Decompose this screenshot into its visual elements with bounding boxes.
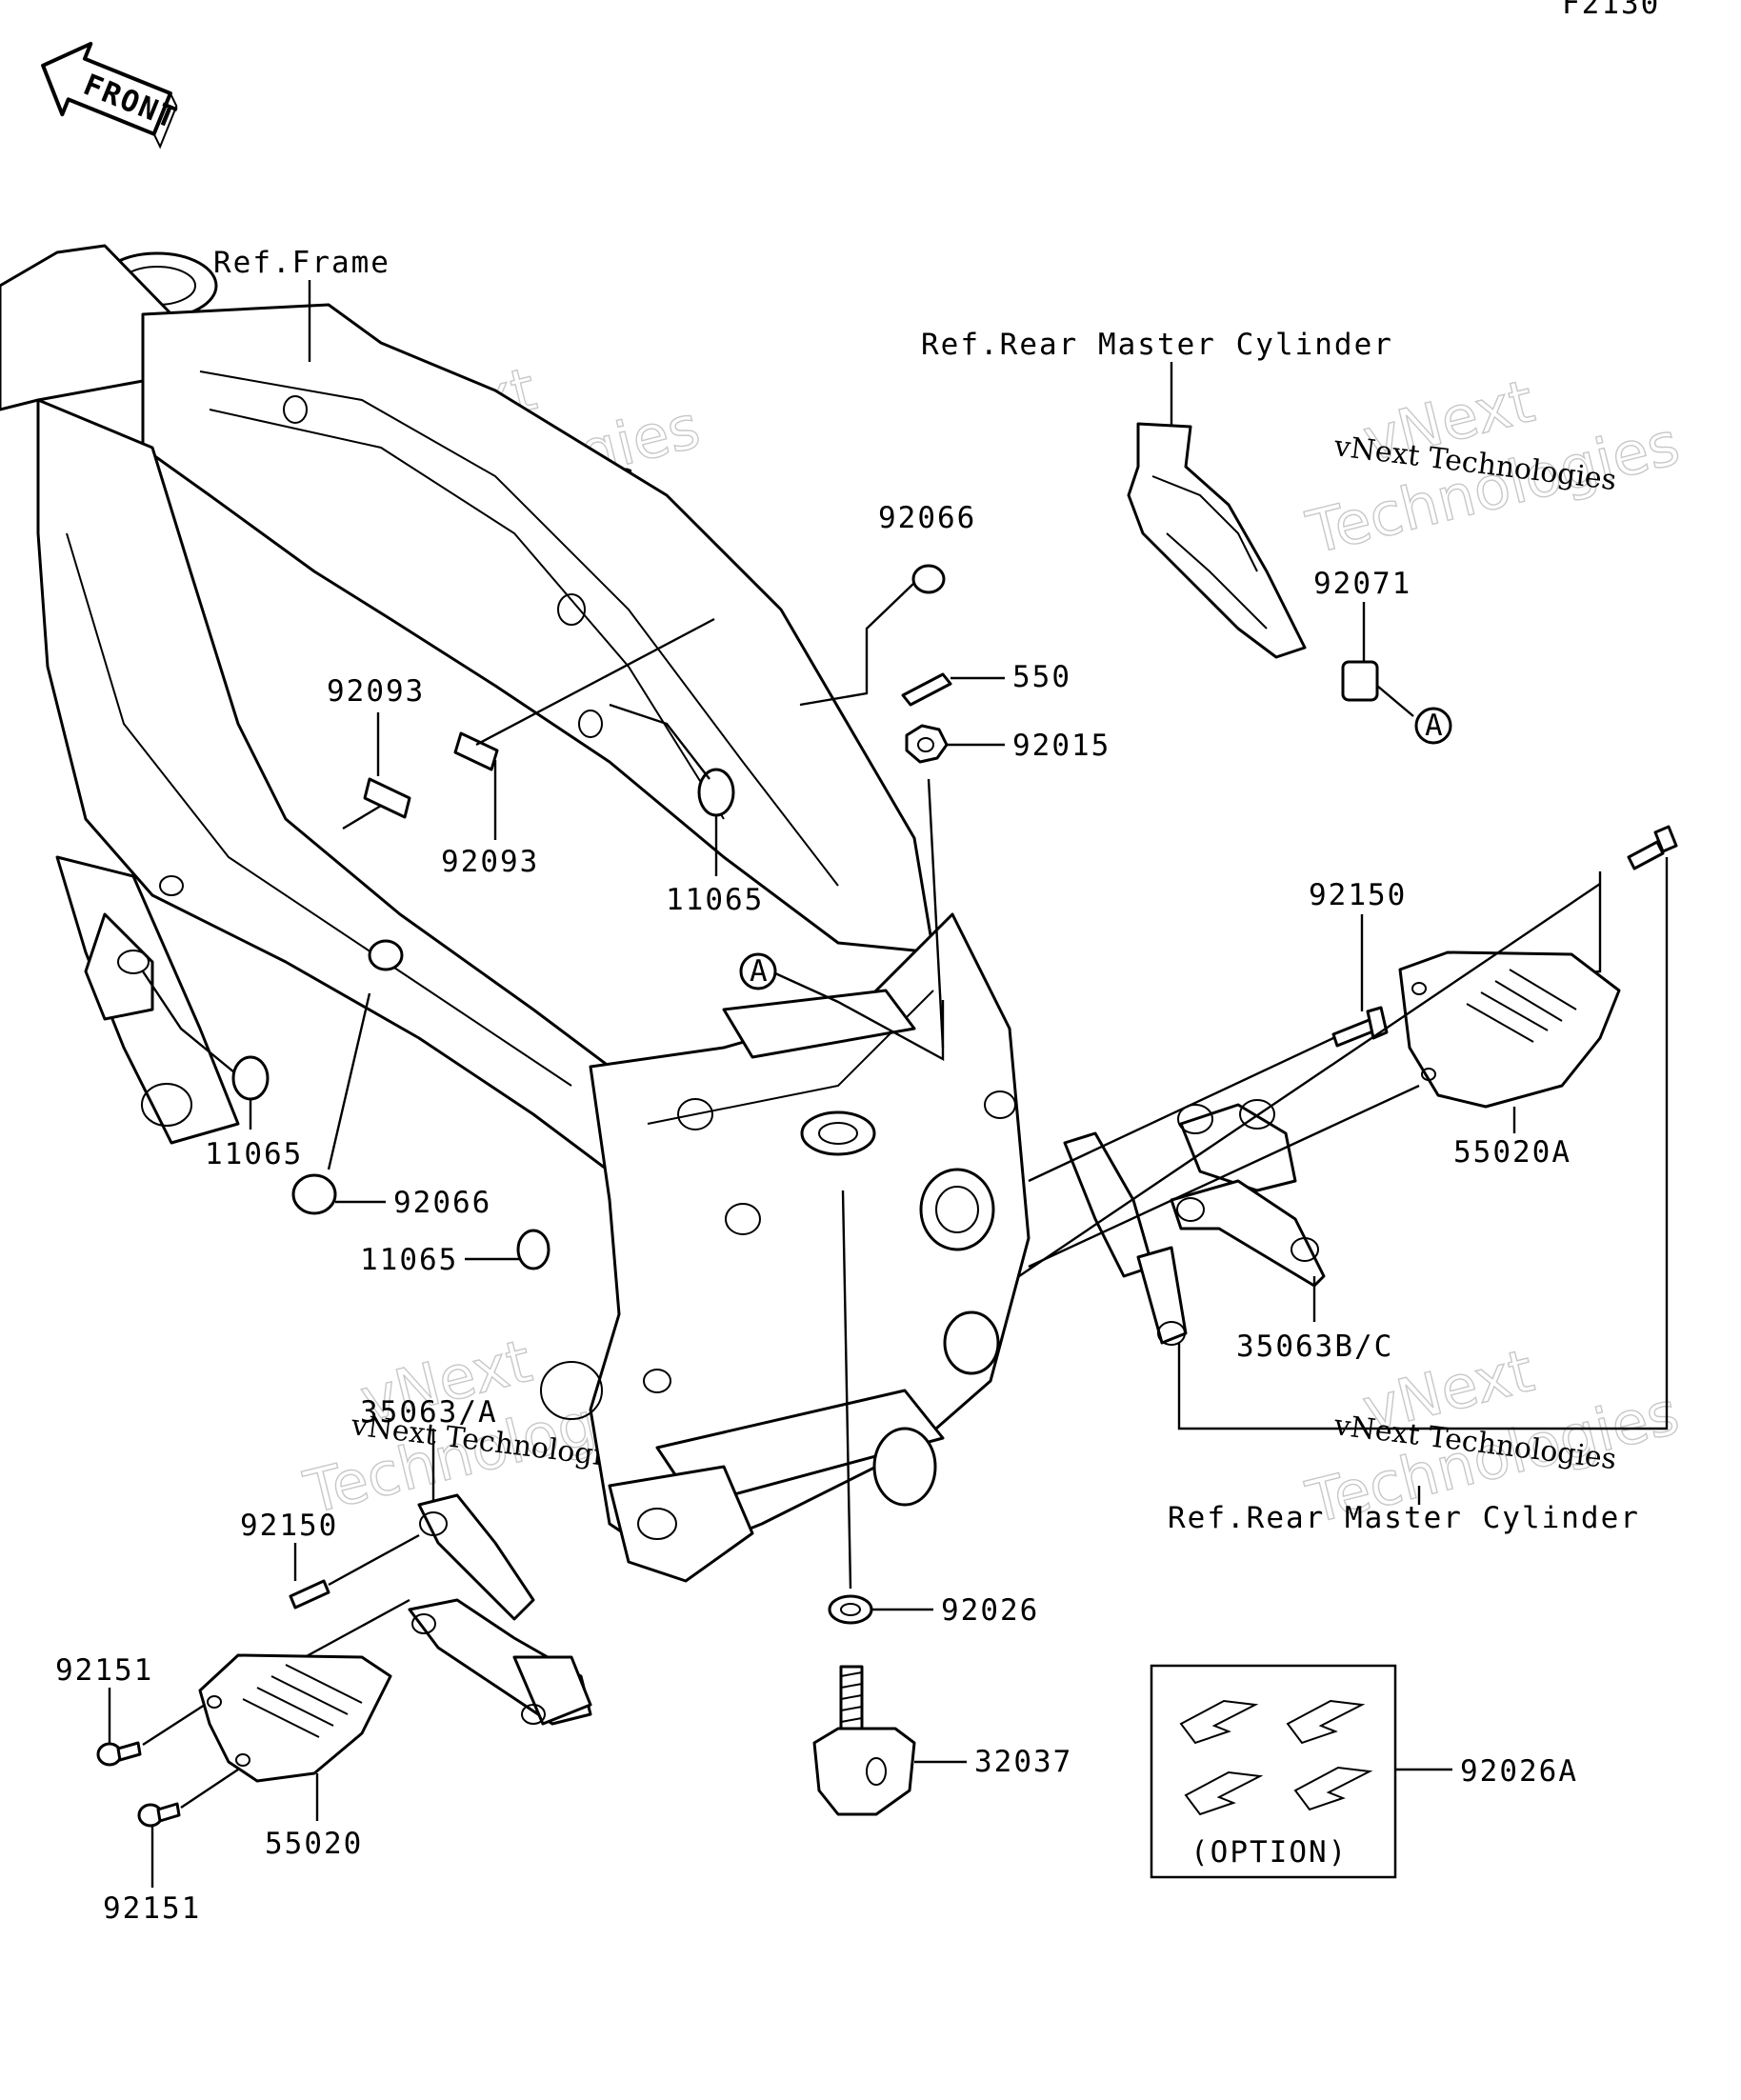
callout-a-top-letter: A xyxy=(1425,709,1445,743)
callout-a-center-letter: A xyxy=(750,954,770,989)
heel-guard-55020A xyxy=(1398,950,1621,1109)
label-92066-bottom: 92066 xyxy=(393,1186,491,1220)
grommet-11065-lower xyxy=(516,1229,550,1270)
label-550: 550 xyxy=(1012,660,1071,694)
grommet-11065-left xyxy=(231,1055,270,1101)
bracket-35063A xyxy=(408,1493,592,1726)
washer-92026 xyxy=(828,1594,873,1625)
shim-icon-3 xyxy=(1184,1770,1264,1816)
label-92150-right: 92150 xyxy=(1309,878,1407,912)
label-11065-left: 11065 xyxy=(205,1137,303,1171)
front-arrow: FRONT xyxy=(41,41,183,150)
drawing-code: F2130 xyxy=(1562,0,1660,21)
label-92015: 92015 xyxy=(1012,729,1111,763)
grommet-92066-top xyxy=(911,564,946,594)
shim-icon-2 xyxy=(1286,1699,1366,1745)
label-55020A: 55020A xyxy=(1453,1135,1571,1170)
callout-a-center xyxy=(739,952,777,990)
rear-master-cylinder-top xyxy=(1127,422,1307,659)
label-32037: 32037 xyxy=(974,1745,1072,1779)
shim-icon-1 xyxy=(1179,1699,1259,1745)
label-92026A: 92026A xyxy=(1460,1754,1578,1789)
bolt-top-right xyxy=(1627,825,1678,870)
option-caption: (OPTION) xyxy=(1191,1835,1348,1870)
frame-illustration xyxy=(0,244,1031,1583)
rear-master-cylinder-mid xyxy=(1063,1131,1188,1346)
pad-92093-right xyxy=(453,731,499,771)
bracket-35063BC xyxy=(1170,1099,1326,1288)
label-92151-bottom: 92151 xyxy=(103,1891,201,1926)
bolt-92150-right xyxy=(1331,1006,1389,1048)
label-35063A: 35063/A xyxy=(360,1395,498,1430)
bolt-32037 xyxy=(812,1665,916,1816)
option-box: (OPTION) xyxy=(1150,1664,1397,1879)
ref-frame-label: Ref.Frame xyxy=(213,246,390,280)
nut-92071 xyxy=(1341,660,1379,702)
grommet-11065-center xyxy=(697,768,735,817)
label-55020: 55020 xyxy=(265,1827,363,1861)
screw-92151-top xyxy=(96,1741,142,1767)
label-11065-center: 11065 xyxy=(666,883,764,917)
label-92150-left: 92150 xyxy=(240,1509,338,1543)
label-11065-lower: 11065 xyxy=(360,1243,458,1277)
label-92071: 92071 xyxy=(1313,567,1411,601)
label-92026: 92026 xyxy=(941,1593,1039,1628)
label-92151-top: 92151 xyxy=(55,1653,153,1688)
ref-rear-master-cylinder-top: Ref.Rear Master Cylinder xyxy=(921,328,1393,362)
nut-92015 xyxy=(905,724,949,764)
label-92093-left: 92093 xyxy=(327,674,425,709)
callout-a-top xyxy=(1414,707,1452,745)
pin-550 xyxy=(901,672,952,707)
screw-92151-bottom xyxy=(137,1802,181,1828)
shim-icon-4 xyxy=(1293,1766,1373,1811)
label-92066-top: 92066 xyxy=(878,501,976,535)
heel-guard-55020 xyxy=(198,1653,392,1783)
cap-92066-bottom xyxy=(291,1173,337,1215)
label-35063BC: 35063B/C xyxy=(1236,1330,1393,1364)
label-92093-right: 92093 xyxy=(441,845,539,879)
bolt-92150-left xyxy=(289,1579,330,1610)
pad-92093-left xyxy=(363,777,411,819)
ref-rear-master-cylinder-bottom: Ref.Rear Master Cylinder xyxy=(1168,1501,1640,1535)
